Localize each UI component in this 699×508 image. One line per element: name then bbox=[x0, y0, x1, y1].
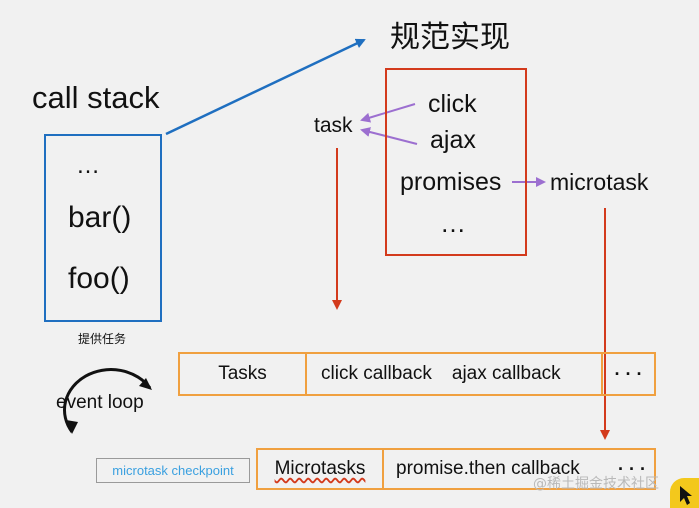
provide-tasks-label: 提供任务 bbox=[78, 332, 127, 346]
microtask-item-promise-then: promise.then callback bbox=[396, 458, 580, 479]
tasks-queue-more-cell: · · · bbox=[603, 354, 654, 394]
task-item-click-callback: click callback bbox=[321, 363, 432, 384]
source-promises: promises bbox=[400, 168, 502, 196]
call-stack-frame-foo: foo() bbox=[68, 262, 130, 295]
microtasks-queue-items-cell: promise.then callback bbox=[384, 450, 616, 488]
call-stack-label: call stack bbox=[32, 80, 160, 115]
task-label: task bbox=[314, 114, 353, 137]
tasks-queue-more: · · · bbox=[614, 363, 643, 384]
source-click: click bbox=[428, 90, 477, 118]
task-sources-box bbox=[385, 68, 527, 256]
tasks-queue: Tasks click callback ajax callback · · · bbox=[178, 352, 656, 396]
tasks-queue-items-cell: click callback ajax callback bbox=[307, 354, 603, 394]
microtask-label: microtask bbox=[550, 169, 649, 195]
event-loop-label: event loop bbox=[56, 392, 144, 413]
microtasks-queue-head-cell: Microtasks bbox=[258, 450, 384, 488]
corner-highlight bbox=[670, 478, 699, 508]
event-loop-cycle-icon bbox=[63, 368, 152, 434]
callstack-to-spec-arrow bbox=[165, 38, 366, 136]
microtasks-queue: Microtasks promise.then callback · · · bbox=[256, 448, 656, 490]
microtask-checkpoint-label: microtask checkpoint bbox=[112, 463, 234, 478]
source-ellipsis: … bbox=[440, 208, 466, 238]
click-to-task-arrow bbox=[360, 103, 416, 123]
watermark: @稀土掘金技术社区 bbox=[533, 476, 659, 492]
tasks-queue-head: Tasks bbox=[218, 363, 267, 384]
microtask-checkpoint-box: microtask checkpoint bbox=[96, 458, 250, 483]
tasks-queue-head-cell: Tasks bbox=[180, 354, 307, 394]
call-stack-frame-ellipsis: … bbox=[76, 152, 100, 179]
microtasks-queue-more-cell: · · · bbox=[610, 450, 654, 488]
page-title: 规范实现 bbox=[390, 20, 510, 55]
microtasks-queue-more: · · · bbox=[618, 458, 646, 479]
ajax-to-task-arrow bbox=[360, 127, 418, 145]
task-item-ajax-callback: ajax callback bbox=[451, 363, 561, 384]
source-ajax: ajax bbox=[430, 126, 476, 154]
call-stack-frame-bar: bar() bbox=[68, 201, 132, 234]
microtasks-queue-head: Microtasks bbox=[274, 458, 366, 479]
call-stack-box bbox=[44, 134, 162, 322]
